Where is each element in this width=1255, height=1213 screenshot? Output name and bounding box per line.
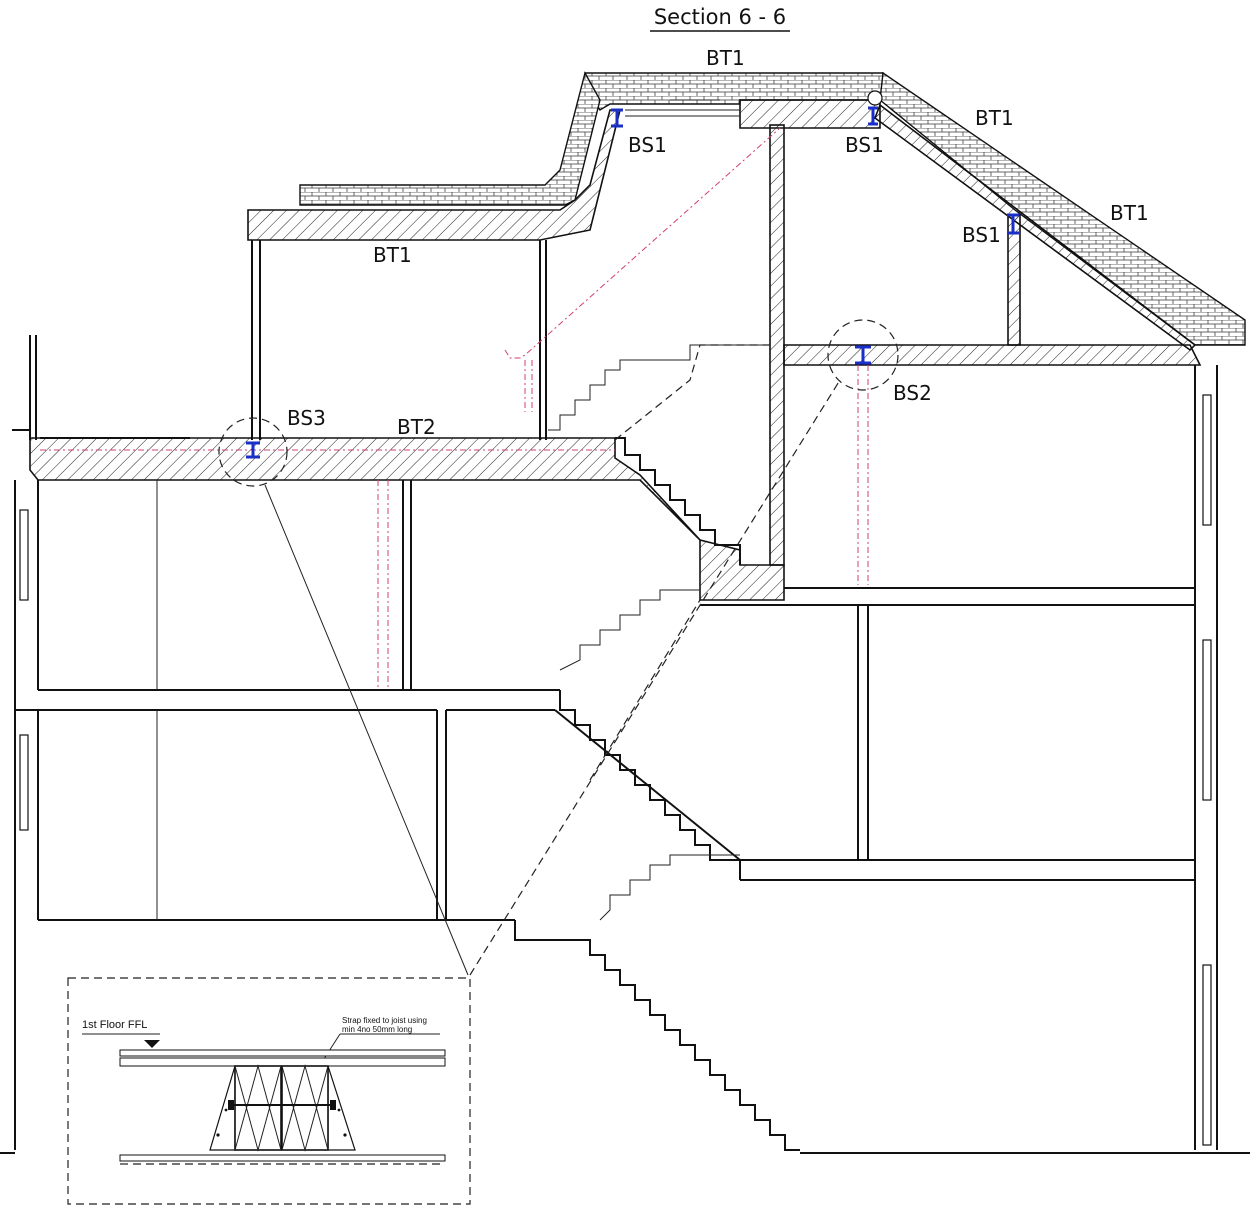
label-bs1-left: BS1 [628, 133, 667, 157]
second-floor-slab [783, 344, 1202, 366]
connection-detail: 1st Floor FFL Strap fixed to joist using… [67, 977, 471, 1205]
label-bs2: BS2 [893, 381, 932, 405]
stair-steps-upper [548, 344, 770, 431]
lower-floors [0, 365, 1250, 1154]
detail-strap-note-2: min 4no 50mm long [342, 1025, 412, 1034]
label-bt2: BT2 [397, 415, 436, 439]
detail-strap-note-1: Strap fixed to joist using [342, 1016, 427, 1025]
first-floor-slab [12, 335, 785, 601]
label-bt1-top: BT1 [706, 46, 745, 70]
drawing-labels: BT1 BT1 BT1 BT1 BS1 BS1 BS1 BS2 BS3 BT2 [287, 46, 1149, 439]
label-bs1-right: BS1 [962, 223, 1001, 247]
steel-beam-markers [246, 106, 1019, 459]
dashed-stair-above [614, 344, 770, 441]
rooflight [625, 90, 883, 117]
section-title: Section 6 - 6 [650, 5, 790, 32]
label-bt1-left: BT1 [373, 243, 412, 267]
label-bt1-right-upper: BT1 [975, 106, 1014, 130]
main-stair-flight [469, 379, 841, 1151]
roof-structure [247, 71, 1246, 352]
detail-floor-label: 1st Floor FFL [82, 1019, 147, 1031]
label-bs3: BS3 [287, 406, 326, 430]
service-lines [40, 127, 869, 690]
svg-text:Section 6 - 6: Section 6 - 6 [654, 5, 786, 29]
detail-callouts [218, 319, 899, 976]
upper-stair-flight [615, 437, 741, 565]
label-bt1-right-lower: BT1 [1110, 201, 1149, 225]
label-bs1-mid: BS1 [845, 133, 884, 157]
